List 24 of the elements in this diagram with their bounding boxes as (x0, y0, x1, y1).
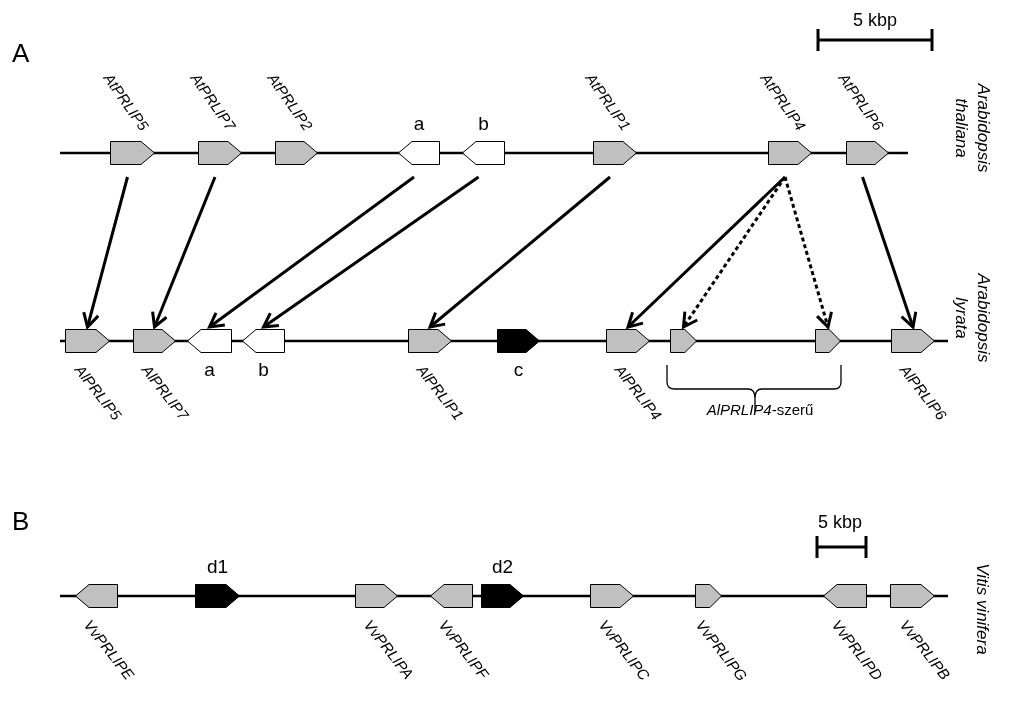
gene-label: b (258, 359, 269, 381)
arrow (82, 176, 129, 329)
arrow (682, 176, 787, 329)
arrow (262, 175, 480, 329)
scale-label: 5 kbp (818, 511, 862, 533)
scale-label: 5 kbp (853, 9, 897, 31)
panel-letter: B (12, 506, 30, 536)
arrow (428, 175, 611, 329)
arrow (861, 176, 918, 329)
species-label: Vitis vinifera (972, 562, 993, 657)
arrow (208, 175, 415, 329)
species-label: Arabidopsis lyrata (951, 272, 994, 365)
bracket-label: AlPRLIP4-szerű (706, 401, 814, 419)
gene-label: d2 (491, 556, 514, 578)
arrow (626, 175, 787, 329)
gene-label: a (413, 113, 425, 135)
arrow (783, 176, 833, 329)
gene-label: b (478, 113, 489, 135)
panel-letter: A (12, 38, 30, 68)
gene-label: c (513, 359, 524, 381)
species-label: Arabidopsis thaliana (951, 82, 994, 175)
gene-label: d1 (206, 556, 229, 578)
arrow (151, 176, 217, 329)
gene-label: a (204, 359, 215, 381)
